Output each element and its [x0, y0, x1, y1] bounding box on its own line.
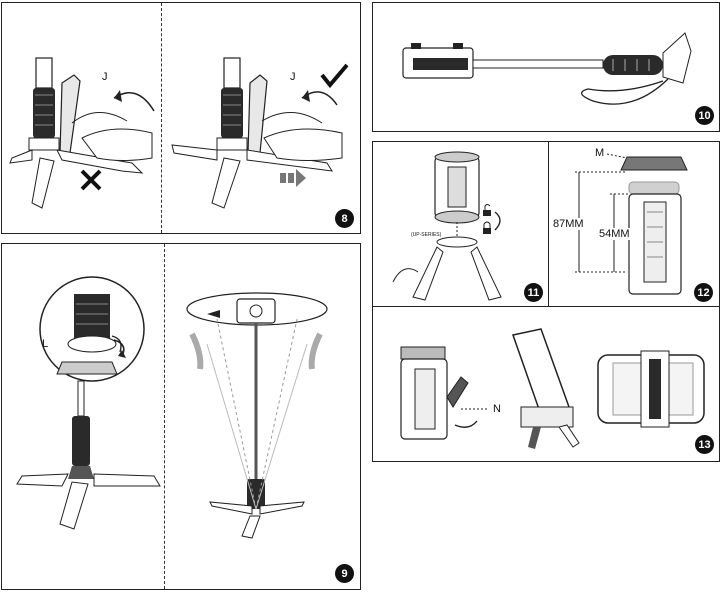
step-10-extended-holder: [402, 32, 692, 105]
step-13-illustration: [400, 328, 705, 449]
step-13-phone-portrait-stand: [512, 328, 580, 449]
step-11-holder-clamp: [392, 151, 502, 301]
step-11-illustration: [392, 151, 502, 301]
step-10-panel: 10: [372, 2, 720, 132]
step-9-badge: 9: [335, 564, 354, 583]
step-8-label-j-left: J: [102, 71, 108, 83]
step-8-label-j-right: J: [290, 71, 296, 83]
rotate-arrow-icon: [113, 339, 126, 358]
push-arrow-icon: [280, 169, 306, 187]
step-9-divider: [164, 244, 165, 589]
step-9-label-l: L: [42, 338, 49, 350]
step-13-phone-landscape: [597, 350, 705, 428]
step-12-holder: [575, 153, 688, 295]
step-9-illustration: [16, 276, 328, 539]
cross-icon: [80, 169, 102, 191]
step-8-right-assembly: [171, 57, 343, 209]
step-8-divider: [161, 3, 162, 233]
unlock-icon: [483, 204, 491, 216]
check-icon: [320, 63, 349, 89]
step-8-illustration: [9, 57, 349, 209]
step-8-panel: J J 8: [1, 2, 361, 234]
step-9-left-monopod: [16, 276, 161, 530]
step-12-dim-inner: 54MM: [599, 228, 630, 240]
step-11-panel: (UP-SERIES) 11: [372, 141, 550, 308]
step-8-badge: 8: [335, 209, 354, 228]
step-12-badge: 12: [694, 283, 713, 302]
step-11-mount-text: (UP-SERIES): [411, 232, 442, 238]
step-9-panel: L 9: [1, 243, 361, 590]
step-13-label-n: N: [493, 403, 501, 415]
step-12-illustration: [575, 153, 688, 295]
step-13-panel: N 13: [372, 306, 720, 462]
step-12-label-m: M: [595, 147, 605, 159]
lock-icon: [483, 221, 491, 234]
step-10-badge: 10: [695, 106, 714, 125]
step-13-badge: 13: [695, 435, 714, 454]
step-13-holder-open: [400, 346, 489, 440]
step-9-right-monopod: [186, 292, 328, 539]
step-8-left-assembly: [9, 57, 155, 209]
step-12-panel: M 87MM 54MM 12: [548, 141, 720, 308]
step-11-badge: 11: [524, 283, 543, 302]
step-12-dim-outer: 87MM: [553, 218, 584, 230]
step-10-illustration: [402, 32, 692, 105]
